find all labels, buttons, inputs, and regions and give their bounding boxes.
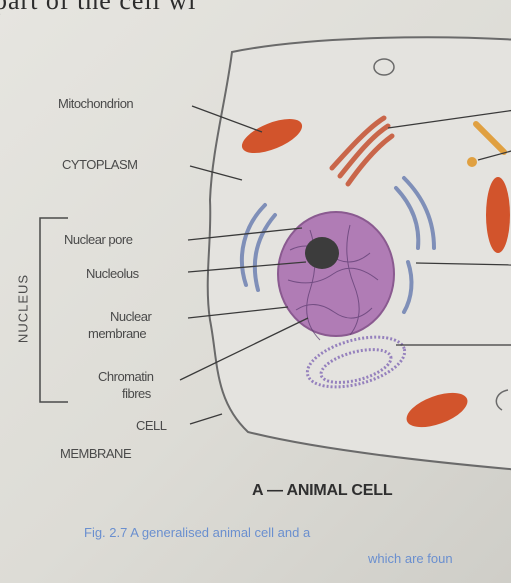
- centriole-dot: [467, 157, 477, 167]
- label-cell-membrane-line2: MEMBRANE: [60, 446, 132, 461]
- endoplasmic-reticulum: [239, 176, 436, 314]
- ribosome-cluster: [305, 335, 407, 389]
- label-chromatin-line2: fibres: [122, 386, 151, 401]
- vesicle-right: [495, 389, 509, 411]
- vacuole: [373, 58, 395, 76]
- label-chromatin-line1: Chromatin: [98, 369, 154, 384]
- label-cell-membrane-line1: CELL: [136, 418, 167, 433]
- mitochondrion-left: [241, 119, 303, 153]
- caption-line1: Fig. 2.7 A generalised animal cell and a: [84, 525, 311, 540]
- label-nuclear-membrane-line2: membrane: [88, 326, 147, 341]
- label-nucleolus: Nucleolus: [86, 266, 139, 281]
- label-nucleus-bracket: NUCLEUS: [15, 273, 31, 344]
- mitochondrion-bottom: [406, 392, 468, 428]
- label-nuclear-pore: Nuclear pore: [64, 232, 133, 247]
- label-cytoplasm: CYTOPLASM: [62, 157, 138, 172]
- centriole: [473, 121, 507, 155]
- top-text: part of the cell wi: [0, 0, 197, 15]
- label-mitochondrion: Mitochondrion: [58, 96, 134, 111]
- label-nuclear-membrane-line1: Nuclear: [110, 309, 152, 324]
- leader-lines: [179, 105, 511, 425]
- golgi-apparatus: [329, 115, 395, 187]
- mitochondrion-right: [486, 177, 510, 253]
- nucleus: [277, 211, 395, 337]
- caption-line2: which are foun: [368, 551, 453, 566]
- nucleolus: [305, 237, 339, 269]
- diagram-title: A — ANIMAL CELL: [252, 482, 393, 499]
- nucleus-bracket: [39, 217, 68, 403]
